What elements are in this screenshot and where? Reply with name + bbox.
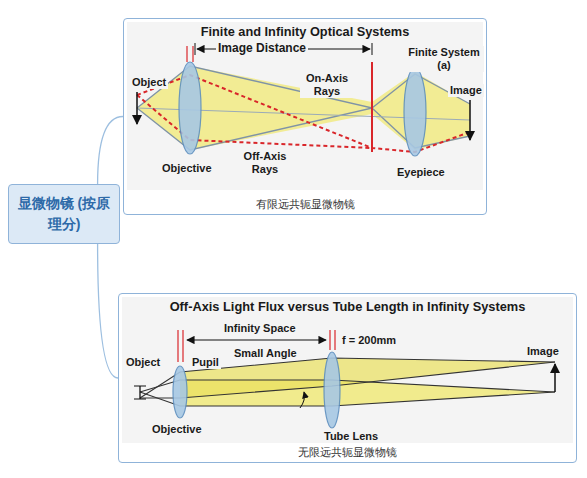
part-label: On-Axis Rays [300,72,354,98]
topic-text: 显微物镜 (按原理分) [15,193,113,235]
panel-caption: 无限远共轭显微物镜 [119,445,576,460]
topic-box: 显微物镜 (按原理分) [8,184,120,244]
part-label: Object [124,356,162,369]
panel-caption: 有限远共轭显微物镜 [124,197,486,212]
mindmap-branch [98,244,118,378]
mindmap-branch [98,117,123,185]
part-label: Tube Lens [322,430,380,443]
panel-title: Off-Axis Light Flux versus Tube Length i… [119,299,576,314]
part-label: Objective [160,162,214,175]
part-label: Off-Axis Rays [238,150,292,176]
part-label: Eyepiece [395,166,447,179]
part-label: Finite System (a) [404,46,484,72]
part-label: Image [448,84,484,97]
part-label: Image Distance [216,42,308,55]
part-label: Objective [150,423,204,436]
part-label: Object [130,76,168,89]
part-label: Image [525,345,561,358]
part-label: Small Angle [232,347,299,360]
part-label: Pupil [190,356,221,369]
panel-title: Finite and Infinity Optical Systems [124,24,486,39]
part-label: f = 200mm [340,334,398,347]
part-label: Infinity Space [222,322,298,335]
